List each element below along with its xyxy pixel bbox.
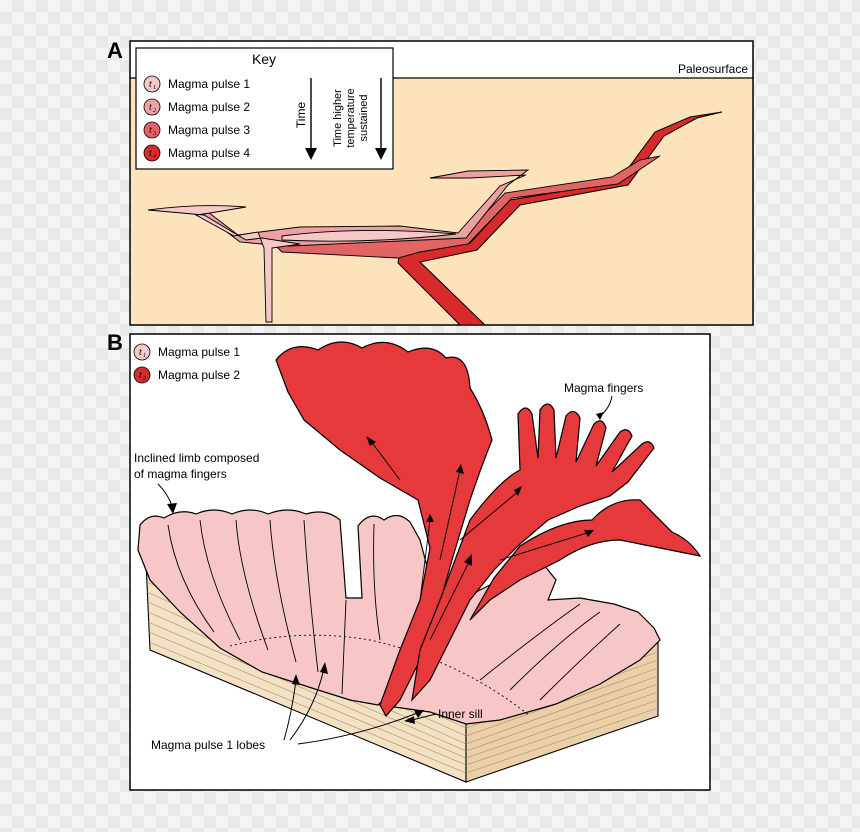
svg-text:2: 2: [143, 376, 146, 382]
flow-arrows: [369, 439, 591, 641]
panel-b-letter: B: [107, 330, 123, 355]
lower-right-lobes: [378, 559, 661, 725]
panel-a-frame: [129, 40, 754, 326]
svg-text:1: 1: [153, 85, 156, 91]
svg-text:t: t: [149, 125, 152, 136]
panel-a-key: Key t 1 Magma pulse 1 t 2 Magma pulse 2 …: [135, 47, 394, 170]
pulse-1-crack-lines: [167, 519, 621, 701]
key-label-pulse-4: Magma pulse 4: [168, 146, 250, 160]
upper-fan-lobe: [275, 341, 493, 718]
magma-fingers-pointer: [599, 395, 613, 417]
legend-item-pulse-2: t 2 Magma pulse 2: [133, 366, 240, 384]
flame-lobe: [469, 499, 702, 621]
key-time-arrowhead: [305, 148, 317, 160]
panel-b-frame: [129, 333, 711, 791]
key-item-pulse-1: t 1 Magma pulse 1: [143, 75, 250, 93]
key-item-pulse-3: t 3 Magma pulse 3: [143, 121, 250, 139]
inner-sill-label: Inner sill: [438, 707, 483, 721]
magma-fingers-label: Magma fingers: [564, 381, 643, 395]
inclined-limb-pointer: [157, 483, 173, 507]
inner-sill-pointer: [411, 713, 437, 721]
svg-text:t: t: [149, 79, 152, 90]
legend-item-pulse-1: t 1 Magma pulse 1: [133, 343, 240, 361]
svg-text:4: 4: [153, 153, 156, 160]
inclined-limb-label-line-2: of magma fingers: [134, 467, 227, 481]
svg-text:1: 1: [143, 353, 146, 359]
flow-arrowheads: [366, 436, 594, 566]
key-item-pulse-2: t 2 Magma pulse 2: [143, 98, 250, 116]
inclined-limb-label-line-1: Inclined limb composed: [134, 451, 259, 465]
svg-text:3: 3: [152, 131, 156, 137]
svg-text:t: t: [149, 148, 152, 159]
magma-pulse-3-body: [268, 155, 661, 259]
key-item-pulse-4: t 4 Magma pulse 4: [143, 144, 250, 162]
sediment-layer: [130, 78, 753, 325]
svg-text:t: t: [139, 347, 142, 358]
magma-pulse-1-body: [147, 205, 457, 323]
pulse-1-lobes-pointers: [283, 667, 421, 745]
key-label-pulse-3: Magma pulse 3: [168, 123, 250, 137]
panel-a-letter: A: [107, 38, 123, 63]
key-time-label: Time: [294, 102, 308, 129]
magma-pulse-2-body: [194, 169, 530, 247]
key-temp-line-1: Time higher: [332, 89, 344, 147]
svg-text:t: t: [149, 102, 152, 113]
magma-pulse-4-body: [397, 111, 723, 326]
svg-text:t: t: [139, 370, 142, 381]
magma-pulse-2-lobes: [275, 341, 702, 718]
key-label-pulse-1: Magma pulse 1: [168, 77, 250, 91]
strata-block: [145, 561, 659, 783]
panel-b-legend: t 1 Magma pulse 1 t 2 Magma pulse 2: [133, 343, 240, 384]
inclined-limb-fingers: [137, 509, 437, 706]
svg-text:2: 2: [153, 108, 156, 114]
key-title: Key: [252, 51, 276, 67]
pulse-1-lobes-label: Magma pulse 1 lobes: [151, 738, 265, 752]
key-temp-arrowhead: [375, 148, 387, 160]
key-temp-line-3: sustained: [358, 94, 370, 141]
key-temp-line-2: temperature: [345, 88, 357, 147]
paleosurface-label: Paleosurface: [678, 62, 748, 76]
key-label-pulse-2: Magma pulse 2: [168, 100, 250, 114]
magma-fingers-lobe: [411, 403, 655, 702]
legend-label-pulse-2: Magma pulse 2: [158, 368, 240, 382]
legend-label-pulse-1: Magma pulse 1: [158, 345, 240, 359]
magma-pulse-1-lobes: [137, 509, 661, 725]
inner-sill-boundary: [229, 634, 531, 717]
